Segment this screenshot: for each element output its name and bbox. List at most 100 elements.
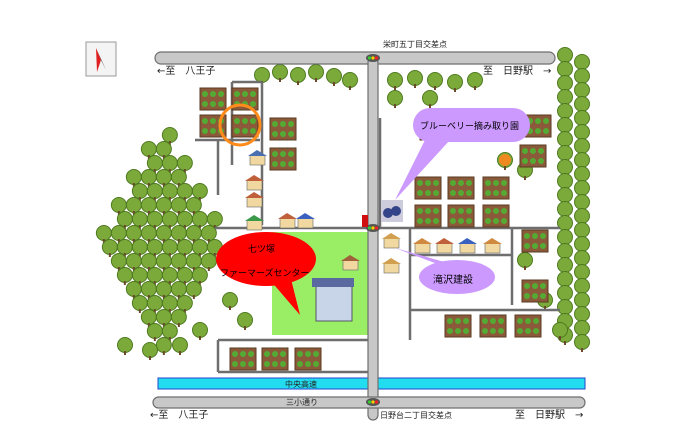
- tree-trunk: [124, 351, 126, 355]
- tree-icon: [557, 271, 573, 287]
- field-crop: [517, 318, 523, 324]
- tree-icon: [574, 236, 590, 252]
- tree-icon: [557, 187, 573, 203]
- field-crop: [280, 161, 286, 167]
- tree-icon: [176, 155, 193, 171]
- field-crop: [447, 328, 453, 334]
- tree-icon: [574, 68, 590, 84]
- traffic-light-lamp: [371, 226, 375, 230]
- tree-icon: [387, 90, 403, 106]
- field-crop: [210, 118, 216, 124]
- houses-layer: [245, 150, 511, 322]
- direction-left-bottom: ←至 八王子: [150, 410, 209, 421]
- field-crop: [313, 361, 319, 367]
- tree-icon: [387, 72, 403, 88]
- field-crop: [202, 128, 208, 134]
- field-crop: [264, 361, 270, 367]
- house-roof: [483, 238, 502, 244]
- field-crop: [234, 118, 240, 124]
- tree-trunk: [229, 306, 231, 310]
- blueberry-fruit: [391, 206, 401, 216]
- field-crop: [417, 180, 423, 186]
- field-crop: [482, 318, 488, 324]
- field-crop: [297, 351, 303, 357]
- field-crop: [458, 218, 464, 224]
- tree-trunk: [162, 211, 165, 215]
- tree-trunk: [207, 239, 210, 243]
- house-roof: [341, 255, 360, 261]
- tree-icon: [116, 239, 133, 255]
- tree-trunk: [198, 281, 201, 285]
- house-roof: [458, 238, 477, 244]
- house-roof: [245, 192, 264, 198]
- tree-trunk: [213, 253, 216, 257]
- tree-icon: [142, 342, 158, 358]
- field-crop: [524, 293, 530, 299]
- field-crop: [210, 91, 216, 97]
- field-crop: [540, 233, 546, 239]
- tree-icon: [574, 334, 590, 350]
- intersection-bottom-label: 日野台二丁目交差点: [380, 411, 452, 420]
- tree-trunk: [168, 309, 171, 313]
- tree-icon: [110, 253, 127, 269]
- tree-trunk: [162, 323, 165, 327]
- house-icon: [246, 196, 263, 208]
- tree-trunk: [192, 295, 195, 299]
- traffic-light-lamp: [371, 56, 375, 60]
- tree-icon: [110, 225, 127, 241]
- tree-trunk: [102, 239, 105, 243]
- field-crop: [280, 151, 286, 157]
- tree-icon: [557, 285, 573, 301]
- tree-icon: [254, 67, 270, 83]
- field-crop: [450, 218, 456, 224]
- tree-icon: [200, 253, 217, 269]
- tree-icon: [155, 169, 172, 185]
- tree-trunk: [147, 211, 150, 215]
- tree-trunk: [162, 239, 165, 243]
- field-crop: [485, 180, 491, 186]
- tree-icon: [574, 124, 590, 140]
- tree-trunk: [123, 253, 126, 257]
- field-crop: [248, 361, 254, 367]
- tree-icon: [101, 239, 118, 255]
- tree-trunk: [132, 239, 135, 243]
- tree-trunk: [162, 155, 165, 159]
- house-roof: [245, 175, 264, 181]
- tree-trunk: [192, 239, 195, 243]
- traffic-light-lamp: [374, 400, 379, 404]
- tree-icon: [131, 295, 148, 311]
- house-icon: [342, 259, 359, 271]
- field-crop: [482, 328, 488, 334]
- field-crop: [517, 328, 523, 334]
- tree-trunk: [147, 183, 150, 187]
- tree-icon: [176, 295, 193, 311]
- field-crop: [242, 128, 248, 134]
- field-crop: [501, 180, 507, 186]
- tree-trunk: [168, 197, 171, 201]
- tree-icon: [222, 292, 238, 308]
- field-crop: [530, 158, 536, 164]
- field-crop: [417, 190, 423, 196]
- tree-icon: [574, 320, 590, 336]
- takizawa-callout-text: 滝沢建設: [433, 275, 473, 286]
- tree-trunk: [183, 309, 186, 313]
- field-crop: [218, 101, 224, 107]
- tree-icon: [176, 183, 193, 199]
- field-crop: [524, 243, 530, 249]
- tree-icon: [146, 155, 163, 171]
- tree-icon: [557, 173, 573, 189]
- overlay-layer: [85, 41, 530, 315]
- house-roof: [245, 215, 264, 221]
- field-crop: [501, 190, 507, 196]
- tree-trunk: [168, 169, 171, 173]
- field-crop: [490, 328, 496, 334]
- tree-trunk: [315, 78, 317, 82]
- tree-icon: [557, 89, 573, 105]
- tree-trunk: [153, 225, 156, 229]
- field-crop: [498, 328, 504, 334]
- house-icon: [459, 242, 476, 254]
- field-crop: [533, 328, 539, 334]
- tree-trunk: [138, 281, 141, 285]
- field-crop: [417, 208, 423, 214]
- field-crop: [288, 151, 294, 157]
